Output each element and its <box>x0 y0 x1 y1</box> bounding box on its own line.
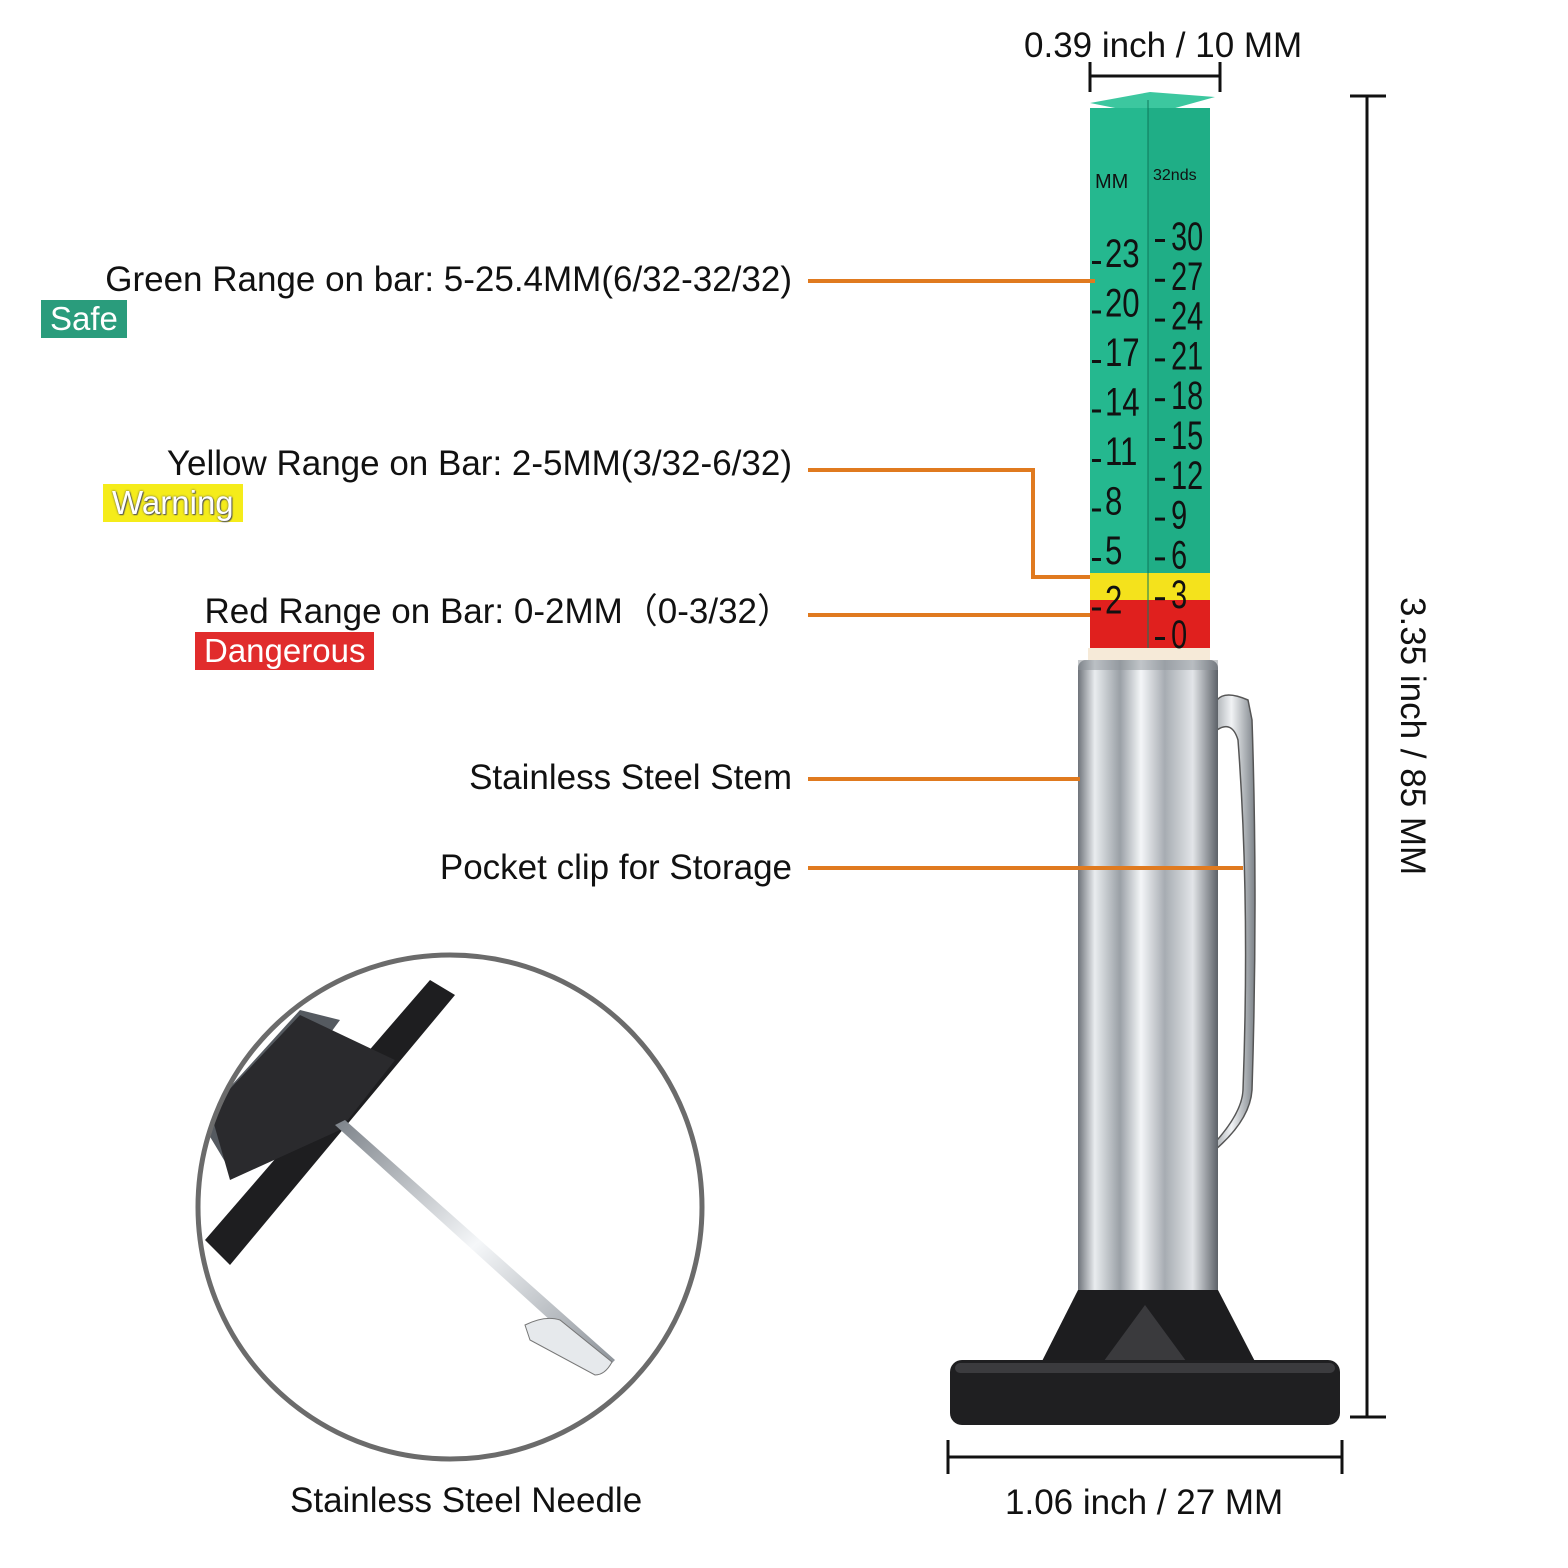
inch-tick <box>1155 477 1165 481</box>
inch-tick <box>1155 517 1165 521</box>
inch-tick <box>1155 239 1165 242</box>
base-width-dimension: 1.06 inch / 27 MM <box>1005 1483 1284 1522</box>
dimension-lines <box>946 62 1386 1474</box>
inch-scale-number: 0 <box>1171 612 1187 657</box>
mm-scale-number: 23 <box>1105 231 1140 276</box>
inch-tick <box>1155 278 1165 282</box>
inch-tick <box>1155 398 1165 402</box>
inch-scale-number: 3 <box>1171 573 1187 618</box>
mm-tick <box>1092 607 1101 611</box>
inch-scale-number: 9 <box>1171 493 1187 538</box>
red-zone <box>1090 600 1210 648</box>
inch-scale-number: 24 <box>1171 294 1203 339</box>
inch-tick <box>1155 438 1165 441</box>
inch-scale-number: 27 <box>1171 254 1203 299</box>
gauge-base <box>950 1290 1340 1425</box>
inch-tick <box>1155 637 1165 640</box>
mm-scale-number: 5 <box>1105 528 1122 573</box>
mm-tick <box>1092 459 1101 462</box>
needle-label: Stainless Steel Needle <box>290 1481 643 1520</box>
height-dimension: 3.35 inch / 85 MM <box>1393 597 1432 876</box>
inch-scale-number: 21 <box>1171 334 1203 379</box>
yellow-range-label: Yellow Range on Bar: 2-5MM(3/32-6/32) <box>166 444 792 483</box>
mm-tick <box>1092 261 1101 264</box>
mm-scale-number: 17 <box>1105 330 1140 375</box>
inch-scale-number: 18 <box>1171 374 1203 419</box>
mm-tick <box>1092 558 1101 561</box>
mm-scale-number: 8 <box>1105 479 1122 524</box>
mm-scale-number: 20 <box>1105 281 1140 326</box>
safe-badge: Safe <box>41 300 127 338</box>
mm-tick <box>1092 310 1101 314</box>
gauge-bar <box>1088 92 1215 660</box>
mm-tick <box>1092 409 1101 413</box>
inch-tick <box>1155 318 1165 322</box>
green-range-label: Green Range on bar: 5-25.4MM(6/32-32/32) <box>105 260 792 299</box>
steel-stem <box>1078 660 1218 1310</box>
inch-scale-number: 6 <box>1171 533 1187 578</box>
red-range-label: Red Range on Bar: 0-2MM（0-3/32） <box>204 592 793 631</box>
stem-label: Stainless Steel Stem <box>469 758 792 797</box>
mm-tick <box>1092 508 1101 512</box>
warning-badge: Warning <box>103 484 243 522</box>
detail-circle <box>195 952 705 1462</box>
top-width-dimension: 0.39 inch / 10 MM <box>1024 26 1303 65</box>
mm-header: MM <box>1095 171 1128 193</box>
mm-tick <box>1092 360 1101 363</box>
bar-collar <box>1088 648 1210 660</box>
mm-scale-number: 11 <box>1105 429 1137 474</box>
needle-detail <box>195 952 705 1462</box>
in-header: 32nds <box>1153 167 1197 184</box>
green-zone-side <box>1090 108 1148 573</box>
inch-scale-number: 30 <box>1171 214 1203 259</box>
inch-scale-number: 15 <box>1171 413 1203 458</box>
mm-scale-number: 2 <box>1105 578 1122 623</box>
clip-label: Pocket clip for Storage <box>439 848 792 887</box>
inch-tick <box>1155 358 1165 362</box>
leader-lines <box>808 279 1243 870</box>
inch-scale-number: 12 <box>1171 453 1203 498</box>
inch-tick <box>1155 557 1165 561</box>
mm-scale-number: 14 <box>1105 380 1140 425</box>
dangerous-badge: Dangerous <box>195 632 375 670</box>
inch-tick <box>1155 597 1165 601</box>
yellow-zone <box>1090 573 1210 600</box>
